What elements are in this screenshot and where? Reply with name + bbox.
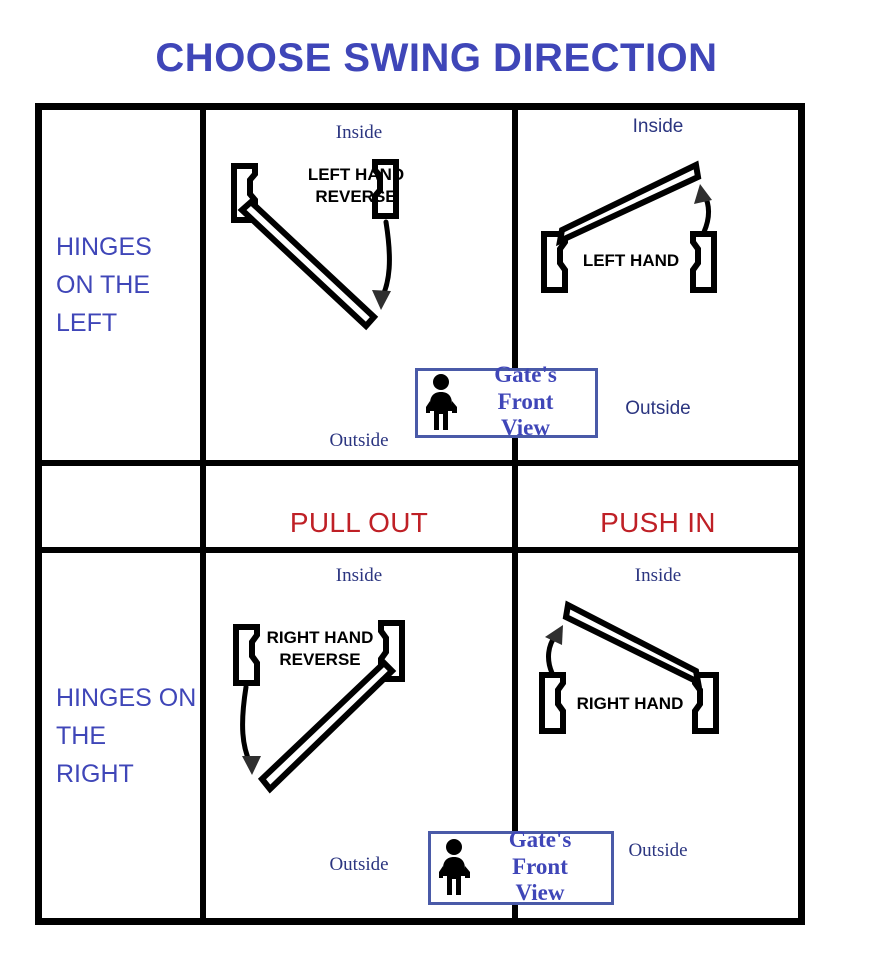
left-post bbox=[233, 624, 260, 686]
band-label-spacer bbox=[42, 466, 200, 547]
right-post bbox=[372, 159, 399, 219]
row-label-line: RIGHT bbox=[56, 759, 134, 788]
swing-arc bbox=[240, 684, 254, 768]
gate-swing-illustration-left-hand-reverse: LEFT HAND REVERSE bbox=[231, 159, 404, 331]
inside-label: Inside bbox=[335, 565, 383, 586]
gate-leaf bbox=[257, 658, 397, 794]
front-view-line-2: View bbox=[501, 415, 550, 441]
cell-right-hand: Inside Outside RIGHT HAND bbox=[518, 553, 798, 918]
person-icon bbox=[439, 839, 470, 895]
gate-swing-illustration-right-hand-reverse: RIGHT HAND REVERSE bbox=[233, 620, 405, 794]
band-pull-out-label: PULL OUT bbox=[289, 507, 429, 538]
hand-label-line: RIGHT HAND bbox=[577, 694, 684, 713]
inside-label: Inside bbox=[632, 116, 684, 137]
row-label-line: LEFT bbox=[56, 309, 118, 337]
gate-leaf bbox=[237, 197, 379, 331]
hand-label-line: LEFT HAND bbox=[308, 165, 404, 184]
gates-front-view-badge-bottom: Gate's Front View bbox=[428, 827, 614, 906]
hand-label-line: LEFT HAND bbox=[583, 251, 679, 270]
vertical-divider-1 bbox=[200, 110, 206, 918]
hand-label-line: REVERSE bbox=[315, 187, 396, 206]
swing-arc bbox=[378, 219, 392, 303]
row-label-hinges-right: HINGES ON THE RIGHT bbox=[42, 553, 200, 918]
gates-front-view-badge-top: Gate's Front View bbox=[415, 362, 598, 440]
row-label-line: HINGES ON THE bbox=[56, 683, 197, 750]
swing-arrowhead bbox=[545, 625, 563, 645]
front-view-line-2: View bbox=[515, 880, 565, 906]
hand-label-line: RIGHT HAND bbox=[267, 628, 374, 647]
gate-leaf bbox=[562, 600, 703, 688]
front-view-line-1: Gate's Front bbox=[494, 361, 557, 414]
hand-label-line: REVERSE bbox=[279, 650, 360, 669]
inside-label: Inside bbox=[335, 122, 383, 143]
cell-left-hand-reverse: Inside Outside LEFT HAND REVERSE bbox=[206, 110, 512, 460]
outside-label: Outside bbox=[625, 398, 691, 419]
cell-right-hand-reverse: Inside Outside RIGHT HAND REVERSE bbox=[206, 553, 512, 918]
person-icon bbox=[426, 374, 457, 430]
swing-direction-table: HINGES ON THE LEFT Inside Outside bbox=[35, 103, 805, 925]
gate-swing-illustration-left-hand: LEFT HAND bbox=[541, 160, 717, 293]
row-label-line: HINGES bbox=[56, 233, 152, 261]
swing-arrowhead bbox=[372, 290, 391, 310]
cell-left-hand: Inside Outside LEFT HAND bbox=[518, 110, 798, 460]
row-label-line: ON THE bbox=[56, 271, 150, 299]
band-push-in-label: PUSH IN bbox=[600, 507, 716, 538]
right-post bbox=[690, 231, 717, 293]
horizontal-divider-1 bbox=[42, 460, 798, 466]
swing-arrowhead bbox=[242, 756, 261, 775]
page-title: CHOOSE SWING DIRECTION bbox=[155, 36, 718, 80]
gate-leaf bbox=[556, 160, 702, 247]
swing-arrowhead bbox=[694, 184, 712, 204]
row-label-hinges-left: HINGES ON THE LEFT bbox=[42, 110, 200, 460]
band-push-in: PUSH IN bbox=[518, 466, 798, 547]
gate-swing-illustration-right-hand: RIGHT HAND bbox=[539, 600, 719, 734]
horizontal-divider-2 bbox=[42, 547, 798, 553]
inside-label: Inside bbox=[634, 565, 682, 586]
outside-label: Outside bbox=[329, 854, 389, 875]
band-pull-out: PULL OUT bbox=[206, 466, 512, 547]
front-view-line-1: Gate's Front bbox=[508, 826, 572, 879]
outside-label: Outside bbox=[329, 430, 389, 451]
left-post bbox=[539, 672, 566, 734]
vertical-divider-2 bbox=[512, 110, 518, 918]
outside-label: Outside bbox=[628, 840, 688, 861]
